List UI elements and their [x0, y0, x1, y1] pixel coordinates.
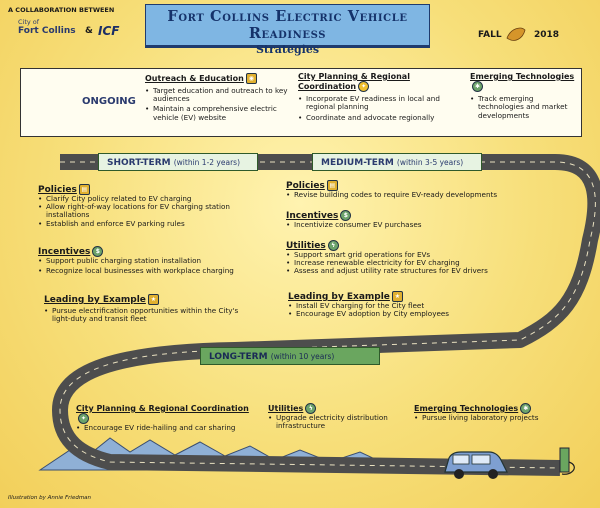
- long-term-timeframe: (within 10 years): [270, 352, 335, 361]
- long-utilities-title: Utilities: [268, 404, 304, 413]
- medium-incentives-bullet-1: Incentivize consumer EV purchases: [286, 220, 526, 229]
- short-policies-bullet-2: Allow right-of-way locations for EV char…: [38, 202, 273, 219]
- long-planning-title: City Planning & Regional Coordination: [76, 404, 249, 413]
- ongoing-label: ONGOING: [82, 96, 136, 107]
- page-subtitle: Strategies: [255, 43, 320, 56]
- medium-leading-title: Leading by Example: [288, 292, 390, 302]
- emerging-title: Emerging Technologies: [470, 72, 575, 81]
- and-label: &: [85, 26, 93, 36]
- short-term-incentives: Incentives$ Support public charging stat…: [38, 246, 273, 276]
- short-term-leading: Leading by Example★ Pursue electrificati…: [44, 294, 259, 323]
- medium-term-incentives: Incentives$ Incentivize consumer EV purc…: [286, 210, 526, 229]
- medium-policies-title: Policies: [286, 181, 325, 191]
- medium-term-banner: MEDIUM-TERM (within 3-5 years): [312, 153, 482, 171]
- season-label: FALL: [478, 30, 502, 40]
- page-title: Fort Collins Electric Vehicle Readiness: [167, 8, 408, 42]
- outreach-title: Outreach & Education: [145, 74, 244, 83]
- charging-station: [559, 447, 575, 475]
- long-term-label: LONG-TERM: [209, 352, 268, 362]
- medium-term-timeframe: (within 3-5 years): [396, 158, 464, 167]
- short-term-label: SHORT-TERM: [107, 158, 171, 168]
- long-term-banner: LONG-TERM (within 10 years): [200, 347, 380, 365]
- fort-collins-logo: Fort Collins: [18, 26, 76, 36]
- icf-logo: ICF: [98, 24, 120, 38]
- ongoing-planning: City Planning & Regional Coordination✦ I…: [298, 72, 463, 122]
- outreach-icon: ◉: [245, 73, 257, 84]
- emerging-bullet-1: Track emerging technologies and market d…: [470, 95, 578, 120]
- medium-leading-bullet-2: Encourage EV adoption by City employees: [288, 309, 518, 318]
- short-incentives-title: Incentives: [38, 247, 91, 257]
- short-leading-icon: ★: [147, 294, 159, 305]
- medium-utilities-bullet-2: Increase renewable electricity for EV ch…: [286, 258, 531, 267]
- collaboration-line: A COLLABORATION BETWEEN: [8, 6, 115, 14]
- illustration-credit: Illustration by Annie Friedman: [8, 495, 92, 501]
- short-term-timeframe: (within 1-2 years): [173, 158, 240, 167]
- medium-utilities-title: Utilities: [286, 241, 326, 251]
- long-emerging-bullet-1: Pursue living laboratory projects: [414, 413, 564, 422]
- ongoing-emerging: Emerging Technologies✱ Track emerging te…: [470, 72, 578, 120]
- short-leading-bullet-1: Pursue electrification opportunities wit…: [44, 306, 259, 323]
- planning-bullet-1: Incorporate EV readiness in local and re…: [298, 94, 463, 111]
- emerging-icon: ✱: [472, 81, 483, 93]
- short-incentives-bullet-2: Recognize local businesses with workplac…: [38, 266, 273, 275]
- medium-term-label: MEDIUM-TERM: [321, 158, 394, 168]
- short-leading-title: Leading by Example: [44, 295, 146, 305]
- medium-utilities-bullet-3: Assess and adjust utility rate structure…: [286, 267, 531, 276]
- short-policies-bullet-1: Clarify City policy related to EV chargi…: [38, 194, 273, 203]
- medium-policies-bullet-1: Revise building codes to require EV-read…: [286, 190, 526, 199]
- short-incentives-bullet-1: Support public charging station installa…: [38, 256, 273, 265]
- short-policies-bullet-3: Establish and enforce EV parking rules: [38, 219, 273, 228]
- medium-incentives-title: Incentives: [286, 211, 339, 221]
- short-term-policies: Policies▤ Clarify City policy related to…: [38, 184, 273, 228]
- long-planning-bullet-1: Encourage EV ride-hailing and car sharin…: [76, 423, 251, 432]
- outreach-bullet-2: Maintain a comprehensive electric vehicl…: [145, 105, 290, 122]
- ongoing-outreach: Outreach & Education◉ Target education a…: [145, 73, 290, 122]
- long-term-emerging: Emerging Technologies✱ Pursue living lab…: [414, 403, 564, 422]
- planning-title: City Planning & Regional Coordination: [298, 72, 410, 92]
- short-term-banner: SHORT-TERM (within 1-2 years): [98, 153, 258, 171]
- city-of-label: City of: [18, 18, 40, 26]
- medium-term-leading: Leading by Example★ Install EV charging …: [288, 291, 518, 319]
- planning-icon: ✦: [358, 81, 370, 93]
- medium-utilities-bullet-1: Support smart grid operations for EVs: [286, 250, 531, 259]
- short-policies-title: Policies: [38, 185, 77, 195]
- year-label: 2018: [534, 30, 560, 40]
- long-emerging-title: Emerging Technologies: [414, 404, 519, 413]
- long-utilities-bullet-1: Upgrade electricity distribution infrast…: [268, 413, 388, 430]
- medium-leading-bullet-1: Install EV charging for the City fleet: [288, 301, 518, 310]
- electric-car: [444, 451, 508, 479]
- medium-term-policies: Policies▤ Revise building codes to requi…: [286, 180, 526, 199]
- long-term-city-planning: City Planning & Regional Coordination✦ E…: [76, 404, 251, 432]
- title-banner: Fort Collins Electric Vehicle Readiness …: [145, 4, 430, 56]
- leaf-icon: [506, 27, 526, 41]
- outreach-bullet-1: Target education and outreach to key aud…: [145, 86, 290, 103]
- planning-bullet-2: Coordinate and advocate regionally: [298, 113, 463, 122]
